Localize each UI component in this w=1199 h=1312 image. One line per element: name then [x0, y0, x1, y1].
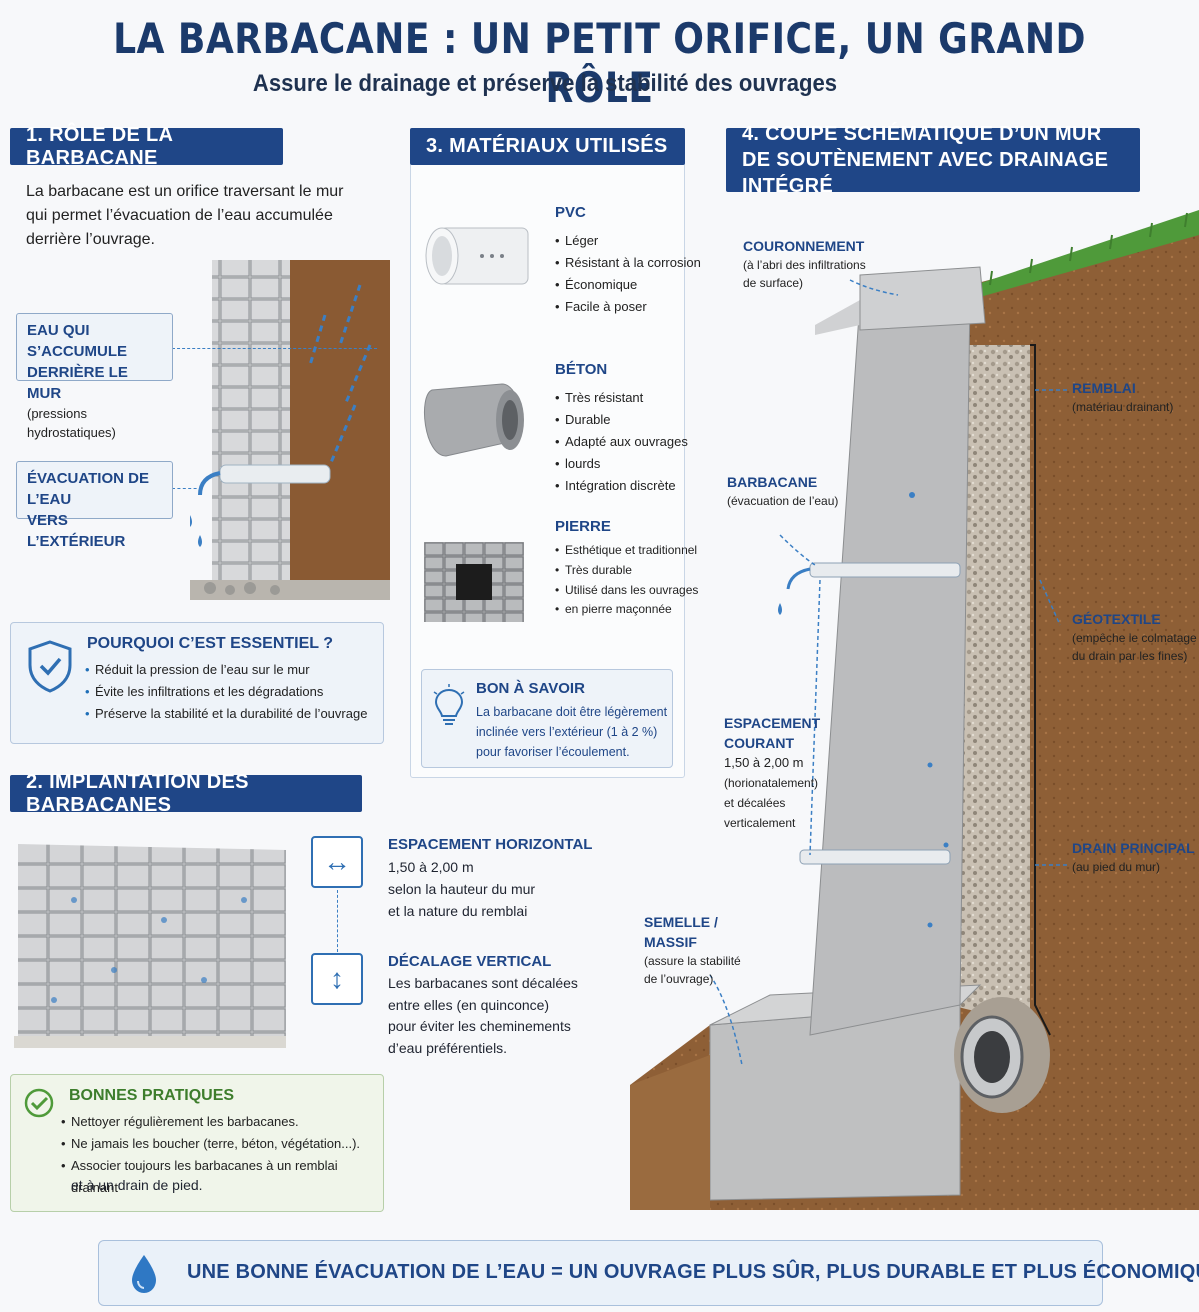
section1-intro: La barbacane est un orifice traversant l… [26, 180, 366, 252]
tip-box: BON À SAVOIR La barbacane doit être légè… [421, 669, 673, 768]
why-list: Réduit la pression de l’eau sur le mur É… [85, 659, 375, 725]
list-item: Intégration discrète [555, 475, 688, 497]
vertical-arrows-icon: ↕ [311, 953, 363, 1005]
callout-water-accumulation: EAU QUI S’ACCUMULE DERRIÈRE LE MUR (pres… [16, 313, 173, 440]
intro-line: qui permet l’évacuation de l’eau accumul… [26, 207, 333, 224]
leader-line [172, 488, 202, 489]
label-couronnement: COURONNEMENT (à l’abri des infiltrations… [743, 238, 866, 290]
leader-line [172, 348, 377, 349]
tip-title: BON À SAVOIR [476, 680, 585, 697]
masonry-wall-illustration [14, 844, 286, 1048]
water-drop-icon [132, 1255, 156, 1293]
why-title: POURQUOI C’EST ESSENTIEL ? [87, 635, 333, 652]
good-practices-title: BONNES PRATIQUES [69, 1087, 235, 1104]
label-espacement: ESPACEMENT COURANT 1,50 à 2,00 m (horion… [724, 715, 821, 830]
label-drain-principal: DRAIN PRINCIPAL (au pied du mur) [1072, 840, 1195, 874]
material-beton: BÉTON Très résistant Durable Adapté aux … [555, 359, 688, 497]
section2-title: 2. IMPLANTATION DES BARBACANES [10, 771, 362, 816]
list-item-continuation: en pierre maçonnée [555, 600, 698, 618]
list-item: Facile à poser [555, 296, 701, 318]
vertical-offset-info: DÉCALAGE VERTICAL Les barbacanes sont dé… [388, 953, 578, 1056]
list-item: Esthétique et traditionnel [555, 540, 698, 560]
check-circle-icon [24, 1088, 54, 1118]
stone-outlet-illustration [424, 542, 524, 622]
pvc-pipe-illustration [425, 227, 529, 285]
tip-text: La barbacane doit être légèrement inclin… [476, 705, 668, 759]
list-item: Très durable [555, 560, 698, 580]
label-semelle: SEMELLE / MASSIF (assure la stabilité de… [644, 914, 741, 986]
intro-line: La barbacane est un orifice traversant l… [26, 183, 344, 200]
wall-section-illustration [190, 260, 390, 600]
list-item: Nettoyer régulièrement les barbacanes. [61, 1111, 379, 1133]
footer-text: UNE BONNE ÉVACUATION DE L’EAU = UN OUVRA… [187, 1261, 1199, 1283]
why-essential-box: POURQUOI C’EST ESSENTIEL ? Réduit la pre… [10, 622, 384, 744]
horizontal-arrows-icon: ↔ [311, 836, 363, 888]
material-pvc: PVC Léger Résistant à la corrosion Écono… [555, 202, 701, 318]
section4-title: 4. COUPE SCHÉMATIQUE D’UN MUR DE SOUTÈNE… [726, 123, 1140, 197]
intro-line: derrière l’ouvrage. [26, 231, 155, 248]
list-item: Léger [555, 230, 701, 252]
section1-title: 1. RÔLE DE LA BARBACANE [10, 124, 283, 169]
good-practices-list: Nettoyer régulièrement les barbacanes. N… [61, 1111, 379, 1199]
concrete-pipe-illustration [424, 383, 524, 457]
list-item: Préserve la stabilité et la durabilité d… [85, 703, 375, 725]
good-practices-continuation: et à un drain de pied. [71, 1177, 203, 1193]
lightbulb-icon [433, 684, 465, 725]
label-barbacane: BARBACANE (évacuation de l’eau) [727, 474, 839, 508]
good-practices-box: BONNES PRATIQUES Nettoyer régulièrement … [10, 1074, 384, 1212]
shield-check-icon [28, 640, 72, 693]
list-item: Adapté aux ouvrages [555, 431, 688, 453]
list-item: Économique [555, 274, 701, 296]
section3-title: 3. MATÉRIAUX UTILISÉS [410, 128, 685, 165]
list-item: Ne jamais les boucher (terre, béton, vég… [61, 1133, 379, 1155]
callout-water-evacuation: ÉVACUATION DE L’EAU VERS L’EXTÉRIEUR [16, 461, 173, 550]
horizontal-spacing-info: ESPACEMENT HORIZONTAL 1,50 à 2,00 m selo… [388, 836, 593, 919]
material-pierre: PIERRE Esthétique et traditionnel Très d… [555, 516, 698, 618]
label-geotextile: GÉOTEXTILE (empêche le colmatage du drai… [1072, 611, 1197, 663]
list-item: Durable [555, 409, 688, 431]
list-item-continuation: lourds [555, 453, 688, 475]
list-item: Résistant à la corrosion [555, 252, 701, 274]
page-title: LA BARBACANE : UN PETIT ORIFICE, UN GRAN… [113, 14, 1086, 112]
label-remblai: REMBLAI (matériau drainant) [1072, 380, 1174, 414]
footer-banner: UNE BONNE ÉVACUATION DE L’EAU = UN OUVRA… [98, 1240, 1199, 1306]
connector-line [337, 890, 338, 952]
list-item: Utilisé dans les ouvrages [555, 580, 698, 600]
cross-section-leaders [709, 279, 1070, 1066]
list-item: Associer toujours les barbacanes à un re… [61, 1155, 379, 1199]
list-item: Évite les infiltrations et les dégradati… [85, 681, 375, 703]
list-item: Très résistant [555, 387, 688, 409]
page-subtitle: Assure le drainage et préserve la stabil… [252, 70, 838, 97]
list-item: Réduit la pression de l’eau sur le mur [85, 659, 375, 681]
retaining-wall-cross-section [630, 210, 1199, 1210]
